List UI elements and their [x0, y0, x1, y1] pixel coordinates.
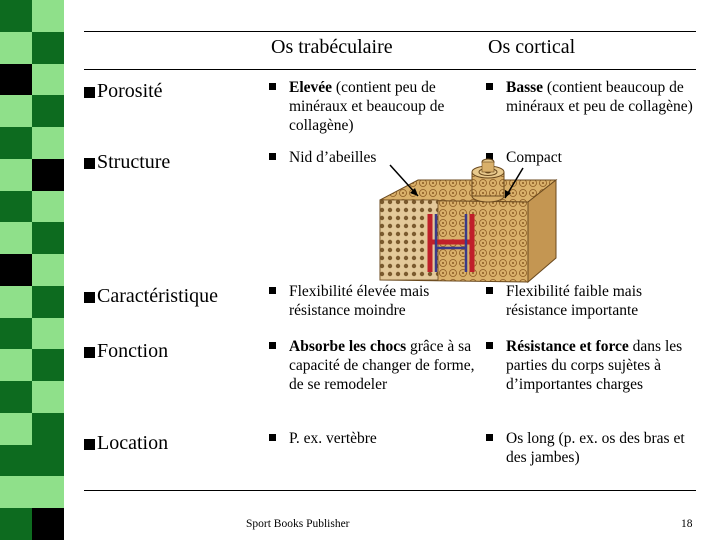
- cell-trabecular-fonction: Absorbe les chocs grâce à sa capacité de…: [269, 337, 477, 394]
- stripe-cell: [32, 317, 64, 350]
- stripe-cell: [0, 31, 32, 64]
- bullet-square-icon: [486, 153, 493, 160]
- stripe-cell: [0, 317, 32, 350]
- bullet-square-icon: [84, 158, 95, 169]
- stripe-cell: [32, 158, 64, 192]
- stripe-cell: [0, 127, 32, 160]
- row-label-structure: Structure: [84, 151, 170, 174]
- stripe-cell: [32, 190, 64, 223]
- cell-text: Nid d’abeilles: [289, 149, 377, 166]
- row-label-porosite: Porosité: [84, 80, 163, 103]
- stripe-cell: [0, 444, 32, 477]
- stripe-cell: [0, 222, 32, 255]
- stripe-cell: [0, 508, 32, 540]
- stripe-cell: [0, 190, 32, 223]
- stripe-cell: [32, 31, 64, 64]
- stripe-cell: [32, 127, 64, 160]
- cell-cortical-location: Os long (p. ex. os des bras et des jambe…: [486, 429, 701, 467]
- stripe-cell: [32, 508, 64, 540]
- stripe-cell: [32, 254, 64, 287]
- stripe-cell: [32, 222, 64, 255]
- stripe-cell: [0, 381, 32, 414]
- cell-cortical-porosite: Basse (contient beaucoup de minéraux et …: [486, 78, 701, 116]
- cell-text: dans les parties du corps sujètes à d’im…: [506, 338, 683, 393]
- row-label-fonction: Fonction: [84, 340, 168, 363]
- cell-trabecular-location: P. ex. vertèbre: [269, 429, 477, 448]
- cell-trabecular-porosite: Elevée (contient peu de minéraux et beau…: [269, 78, 477, 135]
- cell-trabecular-caracteristique: Flexibilité élevée mais résistance moind…: [269, 282, 477, 320]
- table-header-rule: [84, 69, 696, 70]
- bullet-square-icon: [486, 287, 493, 294]
- bone-cross-section-icon: [378, 158, 558, 284]
- row-label-location: Location: [84, 432, 168, 455]
- bullet-square-icon: [84, 292, 95, 303]
- bullet-square-icon: [486, 434, 493, 441]
- cell-cortical-caracteristique: Flexibilité faible mais résistance impor…: [486, 282, 701, 320]
- bullet-square-icon: [486, 83, 493, 90]
- bullet-square-icon: [84, 439, 95, 450]
- table-bottom-rule: [84, 490, 696, 491]
- cell-bold: Elevée: [289, 79, 333, 96]
- cell-text: Flexibilité élevée mais résistance moind…: [289, 283, 430, 319]
- header-cortical: Os cortical: [488, 36, 576, 58]
- stripe-cell: [32, 349, 64, 382]
- table-top-rule: [84, 31, 696, 32]
- stripe-cell: [32, 95, 64, 128]
- page-number: 18: [681, 518, 693, 530]
- stripe-cell: [0, 95, 32, 128]
- row-label-text: Location: [97, 432, 169, 454]
- stripe-cell: [0, 158, 32, 192]
- header-trabecular: Os trabéculaire: [271, 36, 393, 58]
- stripe-cell: [32, 381, 64, 414]
- cell-text: P. ex. vertèbre: [289, 430, 377, 447]
- cell-bold: Résistance et force: [506, 338, 629, 355]
- cell-bold: Absorbe les chocs: [289, 338, 407, 355]
- stripe-cell: [0, 285, 32, 319]
- stripe-cell: [32, 63, 64, 96]
- stripe-cell: [32, 285, 64, 319]
- bullet-square-icon: [84, 347, 95, 358]
- stripe-cell: [32, 444, 64, 477]
- stripe-cell: [32, 476, 64, 509]
- stripe-cell: [0, 63, 32, 96]
- stripe-cell: [0, 254, 32, 287]
- bullet-square-icon: [269, 287, 276, 294]
- decorative-stripe: [0, 0, 64, 540]
- stripe-cell: [0, 412, 32, 446]
- row-label-text: Fonction: [97, 340, 169, 362]
- bullet-square-icon: [486, 342, 493, 349]
- cell-text: Os long (p. ex. os des bras et des jambe…: [506, 430, 685, 466]
- bullet-square-icon: [269, 342, 276, 349]
- stripe-cell: [0, 476, 32, 509]
- cell-cortical-structure: Compact: [486, 148, 701, 167]
- stripe-cell: [32, 0, 64, 33]
- stripe-cell: [0, 349, 32, 382]
- cell-text: Flexibilité faible mais résistance impor…: [506, 283, 643, 319]
- bullet-square-icon: [269, 153, 276, 160]
- cell-text: Compact: [506, 149, 562, 166]
- cell-text: (contient beaucoup de minéraux et peu de…: [506, 79, 693, 115]
- row-label-caracteristique: Caractéristique: [84, 285, 218, 308]
- stripe-cell: [0, 0, 32, 33]
- footer-publisher: Sport Books Publisher: [246, 518, 350, 530]
- bullet-square-icon: [269, 434, 276, 441]
- cell-trabecular-structure: Nid d’abeilles: [269, 148, 477, 167]
- cell-text: grâce à sa capacité de changer de forme,…: [289, 338, 475, 393]
- bullet-square-icon: [84, 87, 95, 98]
- cell-bold: Basse: [506, 79, 544, 96]
- stripe-cell: [32, 412, 64, 446]
- row-label-text: Caractéristique: [97, 285, 219, 307]
- cell-text: (contient peu de minéraux et beaucoup de…: [289, 79, 445, 134]
- row-label-text: Porosité: [97, 80, 163, 102]
- bullet-square-icon: [269, 83, 276, 90]
- row-label-text: Structure: [97, 151, 171, 173]
- cell-cortical-fonction: Résistance et force dans les parties du …: [486, 337, 701, 394]
